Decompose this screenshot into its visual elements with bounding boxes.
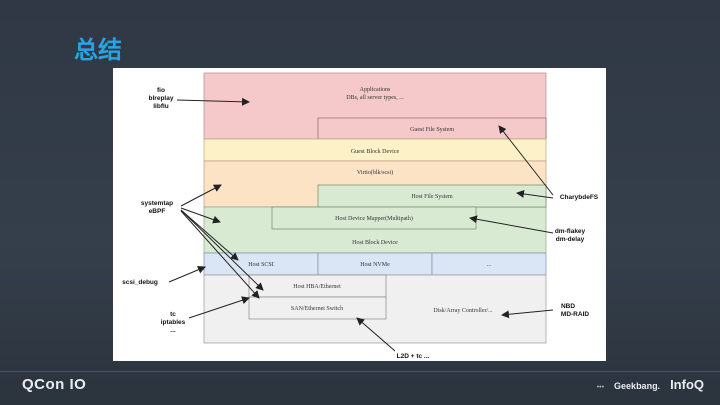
arrow-tc	[188, 296, 250, 319]
applications-label: Applications	[360, 87, 391, 93]
host-more-label: ...	[487, 262, 492, 268]
sponsor-dots: •••	[596, 384, 605, 391]
arrow-systemtap-scsi	[180, 209, 239, 261]
hba-label: Host HBA/Ethernet	[293, 284, 341, 290]
storage-stack-diagram: Applications DBs, all server types, ... …	[113, 68, 606, 361]
host-scsi-label: Host SCSI	[248, 262, 274, 268]
ebpf-label: eBPF	[149, 208, 166, 215]
dm-delay-label: dm-delay	[556, 236, 585, 243]
sponsor-logos: ••• Geekbang. InfoQ	[597, 377, 704, 392]
san-switch-label: SAN/Ethernet Switch	[291, 306, 343, 312]
guest-block-label: Guest Block Device	[351, 149, 400, 155]
scsi-debug-label: scsi_debug	[122, 279, 158, 286]
blreplay-label: blreplay	[149, 95, 174, 102]
dm-mapper-label: Host Device Mapper(Multipath)	[335, 215, 413, 222]
tc-label: tc	[170, 311, 176, 318]
applications-sublabel: DBs, all server types, ...	[346, 95, 404, 101]
arrow-scsi-debug	[168, 266, 206, 283]
virtio-label: Virtio(blk/scsi)	[357, 169, 393, 176]
geekbang-logo: Geekbang.	[614, 381, 661, 391]
dm-flakey-label: dm-flakey	[555, 228, 586, 235]
fio-label: fio	[157, 87, 165, 94]
systemtap-label: systemtap	[141, 200, 173, 207]
arrow-dm-flakey	[469, 215, 554, 234]
diagram-svg: Applications DBs, all server types, ... …	[122, 72, 599, 360]
l2d-label: L2D + tc ...	[397, 353, 430, 360]
disk-array-label: Disk/Array Controller/...	[433, 308, 493, 314]
arrow-l2d	[356, 317, 396, 352]
qcon-logo: QCon IO	[22, 376, 87, 393]
host-fs-label: Host File System	[411, 194, 453, 200]
tc-more-label: ...	[170, 327, 176, 334]
host-block-label: Host Block Device	[352, 240, 398, 246]
arrow-systemtap-hba	[180, 209, 264, 291]
md-raid-label: MD-RAID	[561, 311, 589, 318]
guest-fs-label: Guest File System	[410, 127, 454, 133]
iptables-label: iptables	[161, 319, 186, 326]
layer-san-switch	[248, 296, 387, 320]
arrow-charybde-guest	[498, 125, 554, 196]
arrow-systemtap-virtio	[180, 184, 222, 207]
host-nvme-label: Host NVMe	[360, 262, 390, 268]
infoq-logo: InfoQ	[670, 377, 704, 392]
arrow-fio	[176, 97, 250, 106]
libflu-label: libflu	[153, 103, 169, 110]
footer-divider	[0, 371, 720, 372]
arrow-charybde-host	[516, 190, 554, 199]
arrow-systemtap-dm	[180, 207, 221, 224]
nbd-label: NBD	[561, 303, 575, 310]
arrow-systemtap-san	[180, 210, 260, 299]
slide-title: 总结	[74, 36, 122, 64]
charybdefs-label: CharybdeFS	[560, 194, 599, 201]
arrow-nbd	[501, 309, 554, 319]
